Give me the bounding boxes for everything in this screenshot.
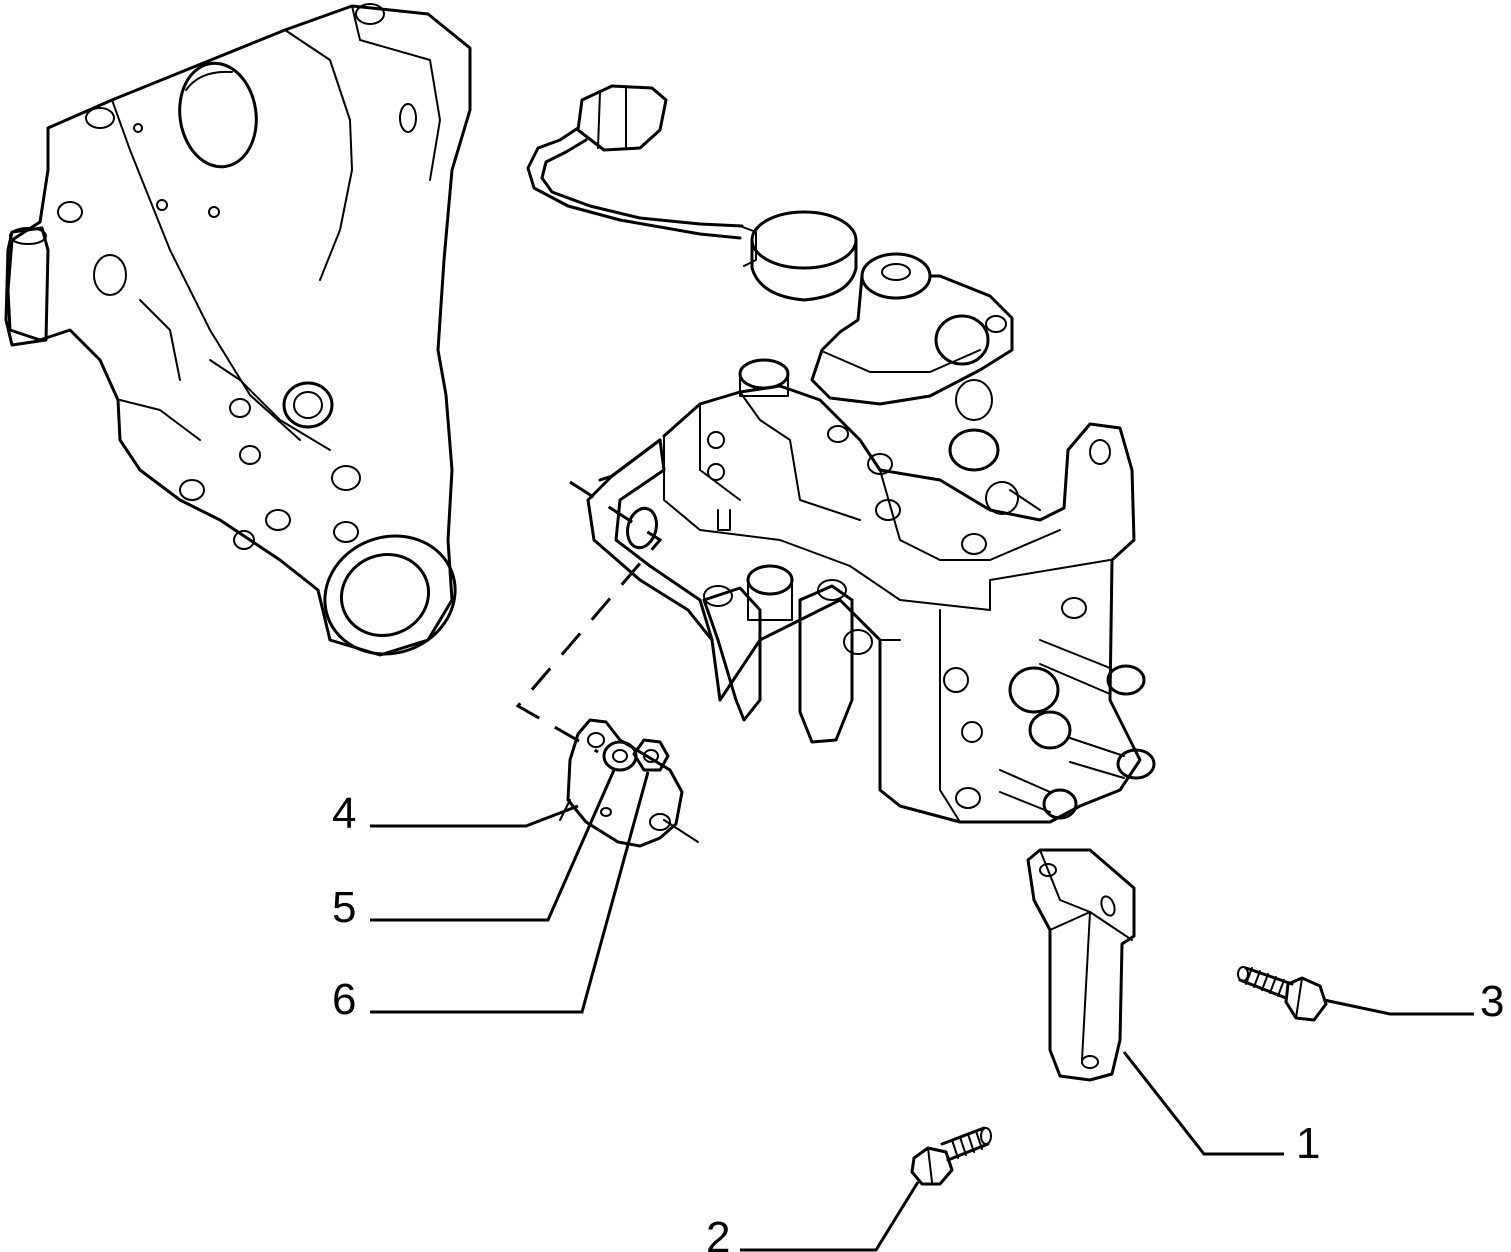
leader-lines [370, 769, 1474, 1252]
assembly-dashed-line [515, 480, 663, 754]
leader-1 [1122, 1051, 1284, 1156]
injection-pump-drawing [586, 210, 1156, 824]
support-bracket-drawing [1026, 848, 1136, 1082]
small-bracket-drawing [559, 718, 684, 848]
engine-housing-drawing [4, 3, 472, 657]
callout-1: 1 [1296, 1119, 1320, 1168]
callout-4: 4 [332, 789, 356, 838]
leader-5 [370, 769, 616, 922]
callout-2: 2 [706, 1213, 730, 1252]
callout-6: 6 [332, 975, 356, 1024]
leader-4 [370, 804, 579, 828]
callout-3: 3 [1480, 977, 1504, 1026]
callout-5: 5 [332, 883, 356, 932]
bolt-3-drawing [1237, 966, 1328, 1022]
sensor-cable-drawing [526, 84, 744, 240]
bolt-2-drawing [910, 1126, 992, 1186]
leader-2 [740, 1181, 920, 1252]
leader-6 [370, 771, 650, 1014]
leader-3 [1323, 998, 1474, 1016]
